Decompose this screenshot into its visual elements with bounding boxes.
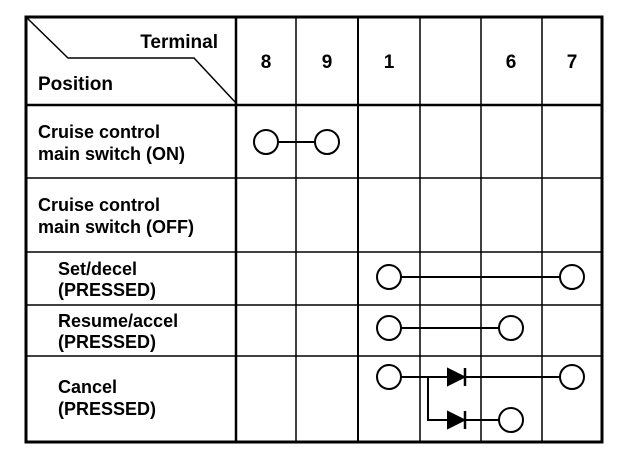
terminal-circle-1 — [376, 264, 402, 290]
row-label-resume-accel-line1: Resume/accel — [58, 311, 178, 331]
terminal-header-7: 7 — [567, 52, 578, 73]
row-label-main-off-line1: Cruise control — [38, 195, 160, 215]
header-corner-cell: Terminal Position — [25, 16, 237, 104]
connection-main-on-8-9 — [253, 129, 340, 155]
terminal-header-9: 9 — [322, 52, 333, 73]
terminal-circle-1 — [376, 315, 402, 341]
terminal-circle-1 — [376, 364, 402, 390]
header-diagonal — [25, 16, 237, 104]
row-label-cancel-line2: (PRESSED) — [58, 399, 156, 419]
terminal-header-label: Terminal — [140, 32, 218, 53]
table-grid — [24, 15, 604, 444]
terminal-header-6: 6 — [506, 52, 517, 73]
continuity-marks — [253, 129, 585, 433]
terminal-circle-7 — [559, 264, 585, 290]
terminal-headers: 8 9 1 6 7 — [261, 52, 578, 73]
row-label-set-decel-line2: (PRESSED) — [58, 280, 156, 300]
terminal-header-8: 8 — [261, 52, 272, 73]
table-border — [24, 15, 604, 444]
row-label-main-on-line2: main switch (ON) — [38, 144, 185, 164]
row-label-main-off-line2: main switch (OFF) — [38, 217, 194, 237]
terminal-circle-6 — [498, 315, 524, 341]
row-label-main-on-line1: Cruise control — [38, 122, 160, 142]
position-labels: Cruise control main switch (ON) Cruise c… — [38, 122, 194, 419]
branch-wire — [427, 377, 511, 421]
diode-upper-icon — [447, 367, 467, 387]
terminal-circle-7 — [559, 364, 585, 390]
row-label-resume-accel-line2: (PRESSED) — [58, 332, 156, 352]
diode-lower-icon — [447, 410, 467, 430]
terminal-circle-6 — [498, 407, 524, 433]
connection-resume-accel-1-6 — [376, 315, 524, 341]
connection-cancel-diodes — [376, 364, 585, 433]
terminal-circle-9 — [314, 129, 340, 155]
terminal-header-1: 1 — [384, 52, 395, 73]
connection-set-decel-1-7 — [376, 264, 585, 290]
position-header-label: Position — [38, 74, 113, 95]
row-label-cancel-line1: Cancel — [58, 377, 117, 397]
terminal-circle-8 — [253, 129, 279, 155]
row-label-set-decel-line1: Set/decel — [58, 259, 137, 279]
